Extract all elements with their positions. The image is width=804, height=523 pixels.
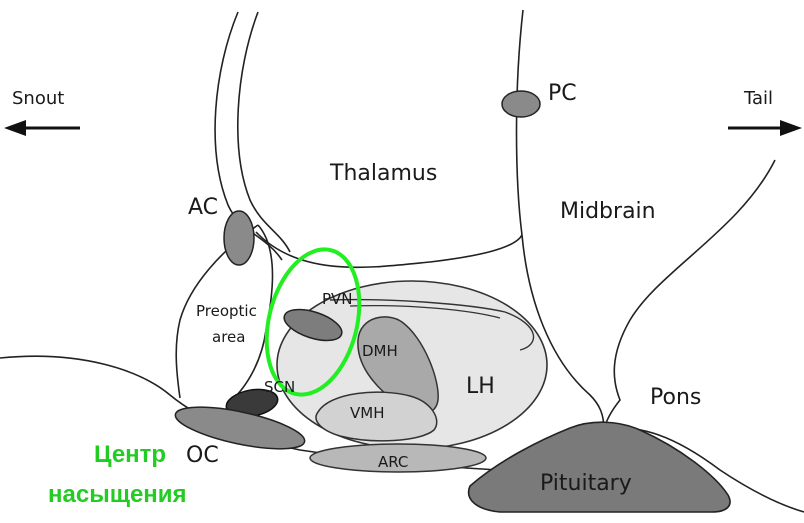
thalamus-label: Thalamus: [329, 161, 437, 186]
lh-label: LH: [466, 374, 495, 399]
tail-label: Tail: [743, 88, 773, 109]
oc-label: OC: [186, 443, 219, 468]
annotation-line1: Центр: [94, 441, 166, 468]
midbrain-label: Midbrain: [560, 199, 656, 224]
scn-label: SCN: [264, 378, 295, 396]
snout-label: Snout: [12, 88, 64, 109]
tail-arrow: [728, 120, 802, 136]
preoptic-label-line1: Preoptic: [196, 302, 257, 320]
vmh-label: VMH: [350, 404, 384, 422]
pituitary-gland: [469, 422, 730, 512]
ac-nucleus: [224, 211, 254, 265]
preoptic-label-line2: area: [212, 328, 245, 346]
pc-label: PC: [548, 81, 577, 106]
pons-label: Pons: [650, 385, 701, 410]
ac-label: AC: [188, 195, 218, 220]
annotation-line2: насыщения: [48, 481, 187, 508]
pc-nucleus: [502, 91, 540, 117]
pvn-label: PVN: [322, 290, 353, 308]
pituitary-label: Pituitary: [540, 471, 632, 496]
dmh-label: DMH: [362, 342, 398, 360]
arc-label: ARC: [378, 453, 408, 471]
snout-arrow: [4, 120, 80, 136]
